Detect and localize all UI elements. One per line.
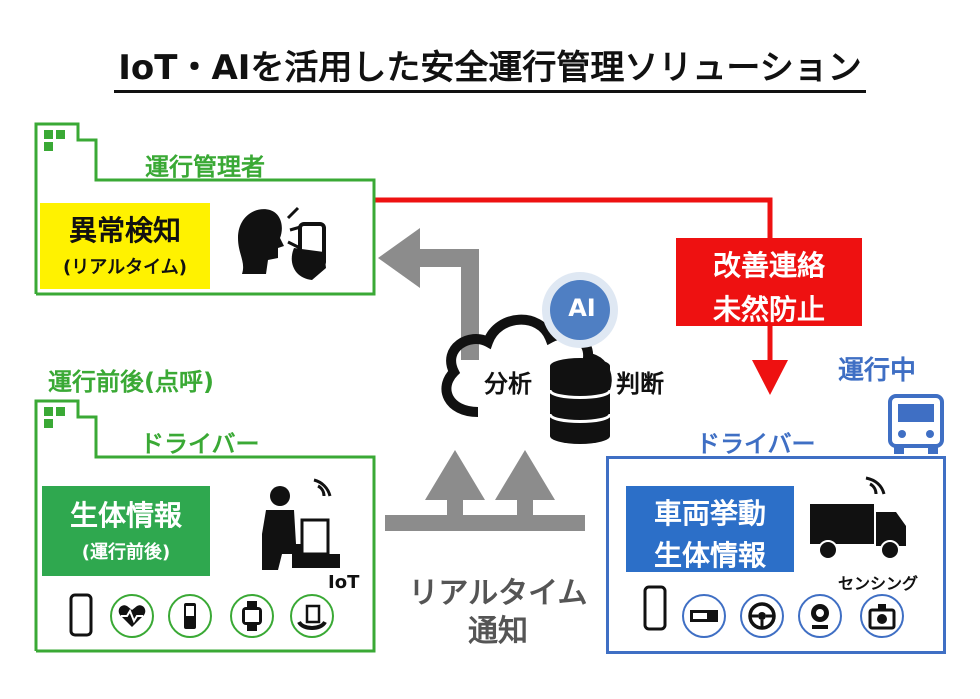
driver-checkin-icon [262,478,340,570]
iot-label: IoT [328,572,360,593]
page-title-text: IoT・AIを活用した安全運行管理ソリューション [114,48,866,93]
anomaly-detection-box: 異常検知 (リアルタイム) [40,203,210,289]
anomaly-detection-subtitle: (リアルタイム) [63,257,187,278]
alert-person-icon [238,206,326,280]
analysis-label: 分析 [484,370,532,398]
car-camera-icon [860,594,904,638]
ai-badge: AI [568,294,596,322]
realtime-notify-line2: 通知 [468,614,528,649]
truck-front-icon [888,394,944,454]
vehicle-behavior-box: 車両挙動 生体情報 [626,486,794,572]
handheld-device-icon [168,594,212,638]
steering-wheel-icon [740,594,784,638]
cloud-analysis-graphic [441,272,618,444]
pre-post-driver-label: ドライバー [140,430,260,458]
camera-icon [798,594,842,638]
truck-icon [810,476,906,560]
gray-connector-line [420,249,479,360]
dashcam-icon [682,594,726,638]
gray-base-bar [385,515,585,531]
biometric-info-title: 生体情報 [69,499,182,532]
smartphone-icon [69,593,93,637]
smartphone-icon [643,585,667,631]
biometric-info-subtitle: (運行前後) [81,542,171,563]
improvement-line1: 改善連絡 [712,249,825,282]
red-arrowhead [752,360,788,395]
gray-arrowhead-left [378,228,420,288]
in-operation-driver-label: ドライバー [696,430,816,458]
gray-arrowhead-up-1 [425,450,485,500]
heart-rate-icon [110,594,154,638]
judgement-label: 判断 [616,370,664,398]
in-operation-phase-label: 運行中 [838,356,917,386]
realtime-notify-line1: リアルタイム [408,576,588,611]
improvement-box: 改善連絡 未然防止 [676,238,862,326]
biometric-info-box: 生体情報 (運行前後) [42,486,210,576]
anomaly-detection-title: 異常検知 [68,214,181,247]
vehicle-behavior-line2: 生体情報 [653,539,766,572]
sensing-label: センシング [838,574,919,593]
vehicle-behavior-line1: 車両挙動 [653,497,766,530]
manager-label: 運行管理者 [145,153,265,181]
wearable-band-icon [290,594,334,638]
gray-up-bar-1 [447,495,463,525]
gray-arrowhead-up-2 [495,450,555,500]
smartwatch-icon [230,594,274,638]
gray-up-bar-2 [517,495,533,525]
pre-post-phase-label: 運行前後(点呼) [48,368,214,396]
improvement-line2: 未然防止 [712,293,825,326]
in-operation-panel-frame [606,456,946,654]
page-title: IoT・AIを活用した安全運行管理ソリューション [0,40,980,93]
